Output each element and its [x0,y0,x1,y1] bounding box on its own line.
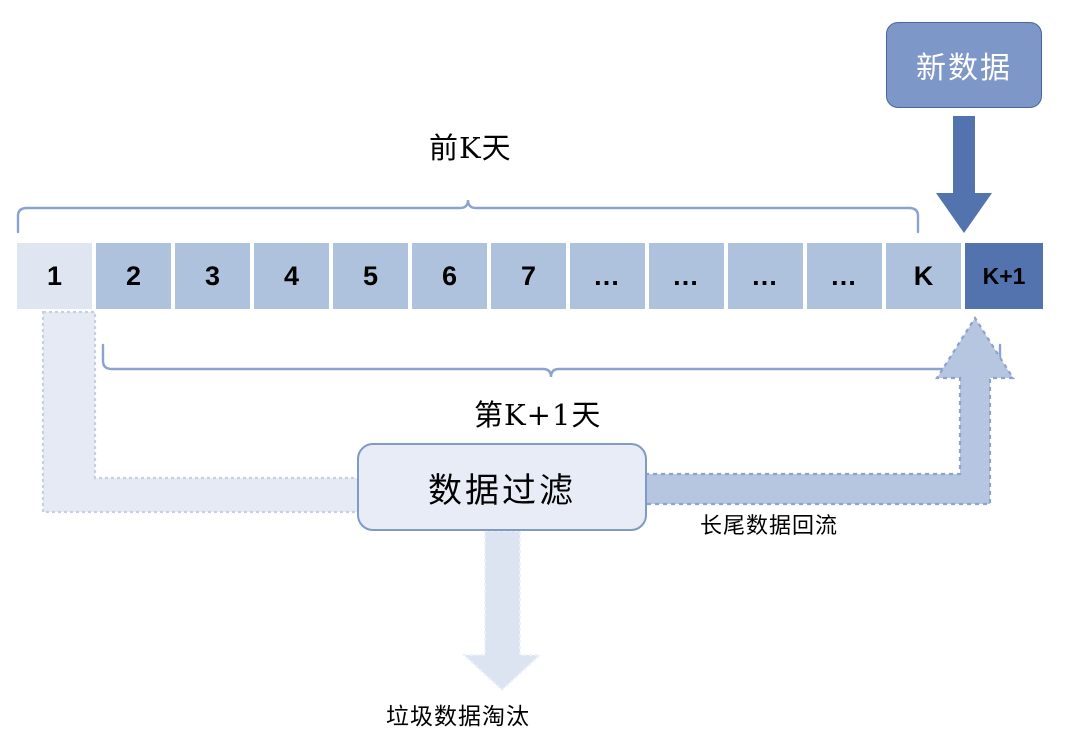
timeline-cell-5[interactable]: 5 [333,243,408,309]
timeline-cell-ellipsis-3[interactable]: … [728,243,803,309]
cell-label: 4 [283,260,300,291]
timeline-cell-2[interactable]: 2 [96,243,171,309]
timeline-cell-7[interactable]: 7 [491,243,566,309]
new-data-down-arrow [936,116,992,233]
cell-label: 1 [46,260,63,291]
long-tail-return-arrow [643,315,1015,506]
timeline-cell-4[interactable]: 4 [254,243,329,309]
cell-label: 5 [362,260,379,291]
timeline-cell-1[interactable]: 1 [17,243,92,309]
cell-label: 2 [125,260,142,291]
timeline-cell-k-plus-1[interactable]: K+1 [965,243,1043,309]
top-brace [16,199,920,234]
data-filter-label: 数据过滤 [428,470,576,511]
data-filter-box[interactable]: 数据过滤 [357,443,647,531]
timeline-cell-6[interactable]: 6 [412,243,487,309]
prev-k-days-label: 前K天 [429,131,512,165]
trash-discard-label: 垃圾数据淘汰 [386,704,530,730]
cell-label: 6 [441,260,458,291]
long-tail-return-label: 长尾数据回流 [700,514,839,539]
timeline-cell-row: 1 2 3 4 5 6 7 … … … … K [17,243,1043,309]
cell-label: … [830,260,859,291]
timeline-cell-3[interactable]: 3 [175,243,250,309]
timeline-cell-ellipsis-4[interactable]: … [807,243,882,309]
cell-label: K+1 [982,262,1026,289]
cell-label: K [913,260,934,291]
timeline-cell-ellipsis-2[interactable]: … [649,243,724,309]
expire-to-filter-arrow [41,310,362,514]
cell-label: … [751,260,780,291]
cell-label: … [593,260,622,291]
new-data-box[interactable]: 新数据 [886,22,1042,108]
timeline-cell-k[interactable]: K [886,243,961,309]
bottom-brace [101,343,1002,378]
discard-down-arrow [461,530,543,692]
cell-label: 3 [204,260,221,291]
day-k-plus-1-label: 第K+1天 [474,398,602,432]
timeline-cell-ellipsis-1[interactable]: … [570,243,645,309]
cell-label: … [672,260,701,291]
cell-label: 7 [520,260,537,291]
new-data-label: 新数据 [916,51,1012,86]
